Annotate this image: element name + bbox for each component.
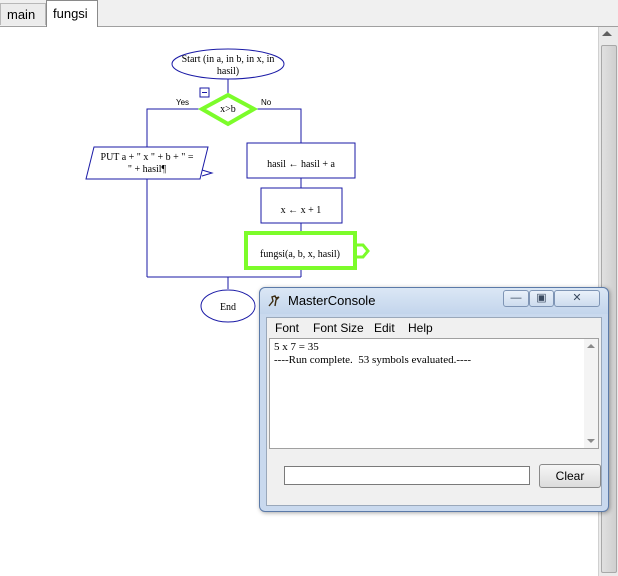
call-arrow-icon bbox=[357, 243, 370, 259]
output-text-line1: PUT a + " x " + b + " = bbox=[101, 152, 194, 163]
call-fungsi-box[interactable] bbox=[244, 231, 357, 270]
output-parallelogram[interactable] bbox=[85, 146, 209, 180]
maximize-button[interactable]: ▣ bbox=[529, 290, 554, 307]
raptor-bird-icon bbox=[268, 295, 280, 307]
output-scroll-up-icon[interactable] bbox=[587, 344, 595, 348]
console-command-input[interactable] bbox=[284, 466, 530, 485]
minimize-button[interactable]: — bbox=[503, 290, 529, 307]
output-scrollbar[interactable] bbox=[584, 339, 598, 448]
start-text-line1: Start (in a, in b, in x, in bbox=[182, 54, 275, 65]
assignment-hasil[interactable] bbox=[246, 142, 356, 179]
connector-lines bbox=[146, 79, 302, 289]
end-terminal[interactable] bbox=[200, 289, 256, 323]
output-scroll-down-icon[interactable] bbox=[587, 439, 595, 443]
tab-main[interactable]: main bbox=[0, 3, 46, 25]
call-fungsi-text: fungsi(a, b, x, hasil) bbox=[260, 249, 340, 260]
decision-text: x>b bbox=[220, 104, 236, 115]
yes-label: Yes bbox=[176, 98, 189, 107]
flowchart-diagram: Start (in a, in b, in x, in hasil) x>b Y… bbox=[85, 48, 370, 323]
no-label: No bbox=[261, 98, 272, 107]
decision-diamond[interactable] bbox=[197, 92, 259, 127]
master-console-window: MasterConsole — ▣ ✕ Font Font Size Edit … bbox=[259, 287, 609, 512]
console-body: Font Font Size Edit Help 5 x 7 = 35 ----… bbox=[266, 317, 602, 506]
close-button[interactable]: ✕ bbox=[554, 290, 600, 307]
menu-edit[interactable]: Edit bbox=[374, 321, 395, 335]
assignment-x-text: x ← x + 1 bbox=[281, 205, 322, 216]
menu-help[interactable]: Help bbox=[408, 321, 433, 335]
menu-font-size[interactable]: Font Size bbox=[313, 321, 364, 335]
tab-fungsi[interactable]: fungsi bbox=[46, 0, 98, 27]
tab-bar: main fungsi bbox=[0, 0, 618, 27]
end-text: End bbox=[220, 302, 236, 313]
assignment-hasil-text: hasil ← hasil + a bbox=[267, 159, 335, 170]
output-text-line2: " + hasil¶ bbox=[128, 164, 167, 175]
start-text-line2: hasil) bbox=[217, 66, 239, 77]
collapse-icon[interactable] bbox=[199, 87, 210, 98]
console-output[interactable]: 5 x 7 = 35 ----Run complete. 53 symbols … bbox=[269, 338, 599, 449]
console-title: MasterConsole bbox=[288, 293, 376, 308]
start-terminal[interactable] bbox=[171, 48, 285, 80]
scroll-up-arrow-icon[interactable] bbox=[602, 31, 612, 36]
assignment-x[interactable] bbox=[260, 187, 343, 224]
output-line: ----Run complete. 53 symbols evaluated.-… bbox=[274, 354, 472, 366]
console-titlebar[interactable]: MasterConsole — ▣ ✕ bbox=[260, 288, 608, 314]
menu-font[interactable]: Font bbox=[275, 321, 300, 335]
console-menubar: Font Font Size Edit Help bbox=[267, 318, 601, 337]
output-line: 5 x 7 = 35 bbox=[274, 341, 319, 353]
clear-button[interactable]: Clear bbox=[539, 464, 601, 488]
